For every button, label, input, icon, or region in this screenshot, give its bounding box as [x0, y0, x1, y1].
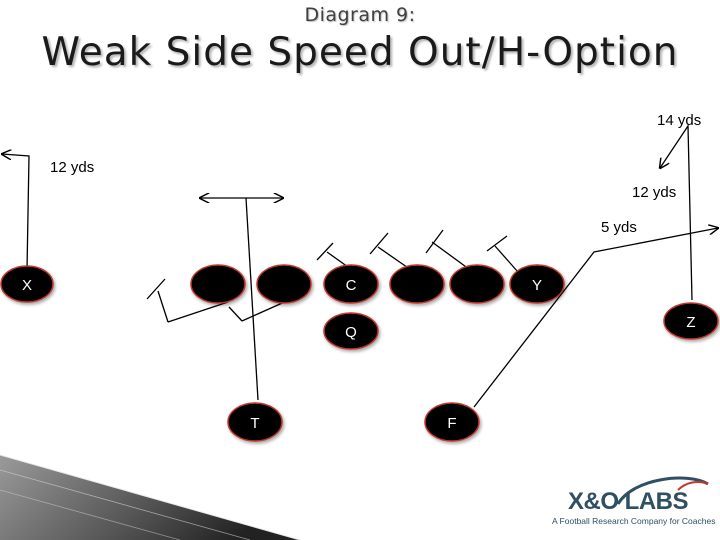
x-distance-label: 12 yds [50, 159, 94, 176]
f-distance-label: 5 yds [601, 219, 637, 236]
z-deep-distance-label: 14 yds [657, 112, 701, 129]
label-y: Y [532, 277, 542, 294]
players [0, 264, 719, 442]
player-c [323, 264, 379, 304]
f-route [473, 228, 718, 408]
logo-tagline: A Football Research Company for Coaches [552, 516, 716, 526]
label-z: Z [686, 314, 695, 331]
player-left-guard [256, 264, 312, 304]
player-z [663, 302, 719, 340]
player-right-tackle [449, 264, 505, 304]
player-left-tackle [190, 264, 246, 304]
distance-labels: 12 yds 14 yds 12 yds 5 yds [50, 112, 701, 236]
logo-swoosh-icon [616, 476, 709, 505]
label-c: C [346, 277, 357, 294]
label-q: Q [345, 324, 357, 341]
player-t [227, 402, 283, 442]
block-y [486, 235, 519, 273]
z-break-distance-label: 12 yds [632, 184, 676, 201]
player-labels: X C Y Q Z T F [22, 277, 696, 432]
label-t: T [250, 415, 259, 432]
block-right-tackle [425, 229, 474, 273]
label-x: X [22, 277, 32, 294]
xo-labs-logo: X&O LABS A Football Research Company for… [548, 474, 718, 534]
page-title: Weak Side Speed Out/H-Option [41, 30, 679, 75]
t-route [245, 197, 259, 401]
player-x [0, 265, 54, 303]
diagram-number: Diagram 9: [304, 4, 416, 26]
corner-sweep-decoration [0, 454, 301, 540]
label-f: F [447, 415, 456, 432]
player-y [509, 264, 565, 304]
player-right-guard [389, 264, 445, 304]
player-f [424, 402, 480, 442]
x-route [2, 154, 30, 271]
z-route [660, 123, 693, 301]
logo-wordmark: X&O LABS [568, 488, 689, 515]
player-q [323, 312, 379, 350]
block-left-tackle [146, 278, 229, 323]
